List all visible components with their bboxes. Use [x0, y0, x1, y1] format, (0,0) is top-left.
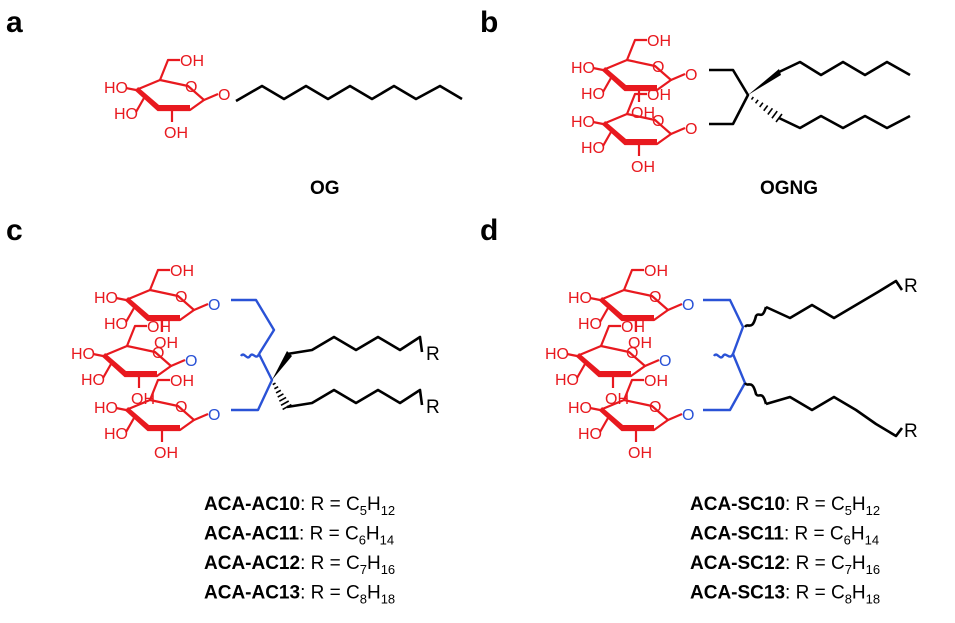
- glycosidic-oxygen-label: O: [208, 407, 220, 424]
- panel-d-letter: d: [480, 214, 498, 247]
- hydroxyl-label: OH: [147, 319, 171, 336]
- hydroxyl-label: OH: [644, 373, 668, 390]
- ring-oxygen-label: O: [152, 345, 164, 362]
- hydroxyl-label: HO: [94, 290, 118, 307]
- aca-ac-linker: [231, 298, 276, 412]
- legend-row: ACA-AC10: R = C5H12: [204, 494, 395, 518]
- hydroxyl-label: HO: [545, 346, 569, 363]
- hydroxyl-label: OH: [631, 159, 655, 176]
- panel-c-letter: c: [6, 214, 23, 247]
- glycosidic-oxygen-label: O: [659, 353, 671, 370]
- aca-sc-r-upper: R: [904, 276, 918, 297]
- aca-ac-r-upper: R: [426, 344, 440, 365]
- hydroxyl-label: OH: [647, 33, 671, 50]
- hydroxyl-label: HO: [571, 114, 595, 131]
- ring-oxygen-label: O: [652, 113, 664, 130]
- hydroxyl-label: OH: [170, 263, 194, 280]
- aca-ac-chain-lower: [286, 388, 424, 409]
- og-octyl-chain: [235, 84, 463, 103]
- aca-sc-core: R R: [703, 276, 918, 442]
- hydroxyl-label: HO: [578, 316, 602, 333]
- hydroxyl-label: HO: [581, 86, 605, 103]
- glycosidic-oxygen-label: O: [685, 67, 697, 84]
- hydroxyl-label: OH: [164, 125, 188, 142]
- compound-label-ogng: OGNG: [760, 178, 818, 199]
- ogng-core: [709, 60, 911, 130]
- hydroxyl-label: HO: [94, 400, 118, 417]
- hydroxyl-label: HO: [568, 400, 592, 417]
- panel-a-letter: a: [6, 6, 23, 39]
- glycosidic-oxygen-label: O: [185, 353, 197, 370]
- panel-b-letter: b: [480, 6, 498, 39]
- hydroxyl-label: HO: [581, 140, 605, 157]
- hydroxyl-label: OH: [647, 87, 671, 104]
- ring-oxygen-label: O: [649, 399, 661, 416]
- hydroxyl-label: HO: [571, 60, 595, 77]
- hydroxyl-label: HO: [555, 372, 579, 389]
- hydroxyl-label: HO: [71, 346, 95, 363]
- aca-ac-core: R R: [231, 298, 440, 418]
- aca-sc-chain-upper: [765, 279, 904, 320]
- glycosidic-oxygen-label: O: [682, 297, 694, 314]
- ring-oxygen-label: O: [175, 399, 187, 416]
- aca-ac-chain-upper: [286, 335, 424, 356]
- hydroxyl-label: OH: [605, 391, 629, 408]
- hydroxyl-label: HO: [104, 80, 128, 97]
- hydroxyl-label: OH: [131, 391, 155, 408]
- hydroxyl-label: HO: [578, 426, 602, 443]
- hydroxyl-label: HO: [81, 372, 105, 389]
- glycosidic-oxygen-label: O: [218, 87, 230, 104]
- glycosidic-oxygen-label: O: [685, 121, 697, 138]
- hydroxyl-label: OH: [154, 335, 178, 352]
- hydroxyl-label: OH: [621, 319, 645, 336]
- ring-oxygen-label: O: [185, 79, 197, 96]
- hydroxyl-label: HO: [104, 316, 128, 333]
- legend-row: ACA-AC13: R = C8H18: [204, 583, 395, 607]
- hydroxyl-label: OH: [644, 263, 668, 280]
- legend-row: ACA-SC11: R = C6H14: [690, 524, 879, 548]
- aca-ac-r-lower: R: [426, 397, 440, 418]
- hydroxyl-label: HO: [104, 426, 128, 443]
- aca-sc-chain-lower: [765, 395, 904, 438]
- hydroxyl-label: OH: [628, 445, 652, 462]
- hydroxyl-label: OH: [170, 373, 194, 390]
- ring-oxygen-label: O: [652, 59, 664, 76]
- legend-row: ACA-AC11: R = C6H14: [204, 524, 394, 548]
- hydroxyl-label: OH: [180, 53, 204, 70]
- hydroxyl-label: OH: [154, 445, 178, 462]
- legend-row: ACA-SC12: R = C7H16: [690, 553, 880, 577]
- legend-row: ACA-SC13: R = C8H18: [690, 583, 880, 607]
- glucoside-units: OHOHOHOOHOOHOHOHOOHOOHOHOHOOHOOHOHOHOOHO…: [71, 33, 697, 462]
- glycosidic-oxygen-label: O: [208, 297, 220, 314]
- ring-oxygen-label: O: [649, 289, 661, 306]
- hydroxyl-label: OH: [628, 335, 652, 352]
- ring-oxygen-label: O: [175, 289, 187, 306]
- compound-label-og: OG: [310, 178, 340, 199]
- legend-row: ACA-AC12: R = C7H16: [204, 553, 395, 577]
- legend-row: ACA-SC10: R = C5H12: [690, 494, 880, 518]
- hydroxyl-label: HO: [114, 106, 138, 123]
- aca-sc-r-lower: R: [904, 421, 918, 442]
- hydroxyl-label: HO: [568, 290, 592, 307]
- glycosidic-oxygen-label: O: [682, 407, 694, 424]
- ring-oxygen-label: O: [626, 345, 638, 362]
